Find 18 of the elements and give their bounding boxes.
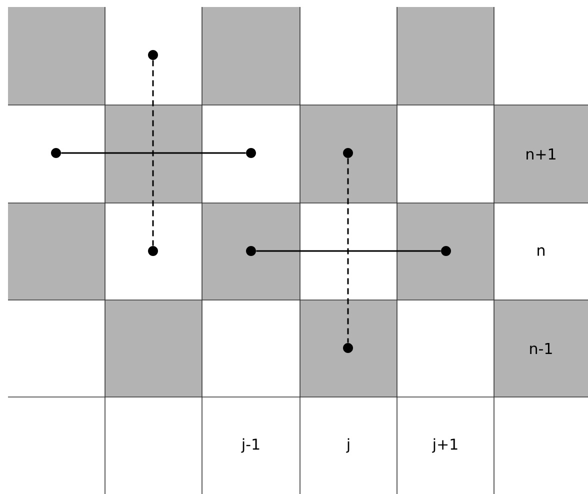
row-label: n xyxy=(538,247,544,256)
dot xyxy=(441,246,451,256)
dot xyxy=(148,50,158,60)
line xyxy=(256,250,441,252)
dot xyxy=(148,246,158,256)
column-label: j+1 xyxy=(432,438,458,453)
dashed-line xyxy=(152,60,154,246)
dot xyxy=(343,148,353,158)
column-label: j-1 xyxy=(241,438,260,453)
line xyxy=(61,152,246,154)
dot xyxy=(246,148,256,158)
row-label: n+1 xyxy=(526,148,556,160)
dot xyxy=(246,246,256,256)
dashed-line xyxy=(347,158,349,343)
column-label: j xyxy=(346,438,350,453)
dot xyxy=(343,343,353,353)
dot xyxy=(51,148,61,158)
row-label: n-1 xyxy=(530,343,552,354)
